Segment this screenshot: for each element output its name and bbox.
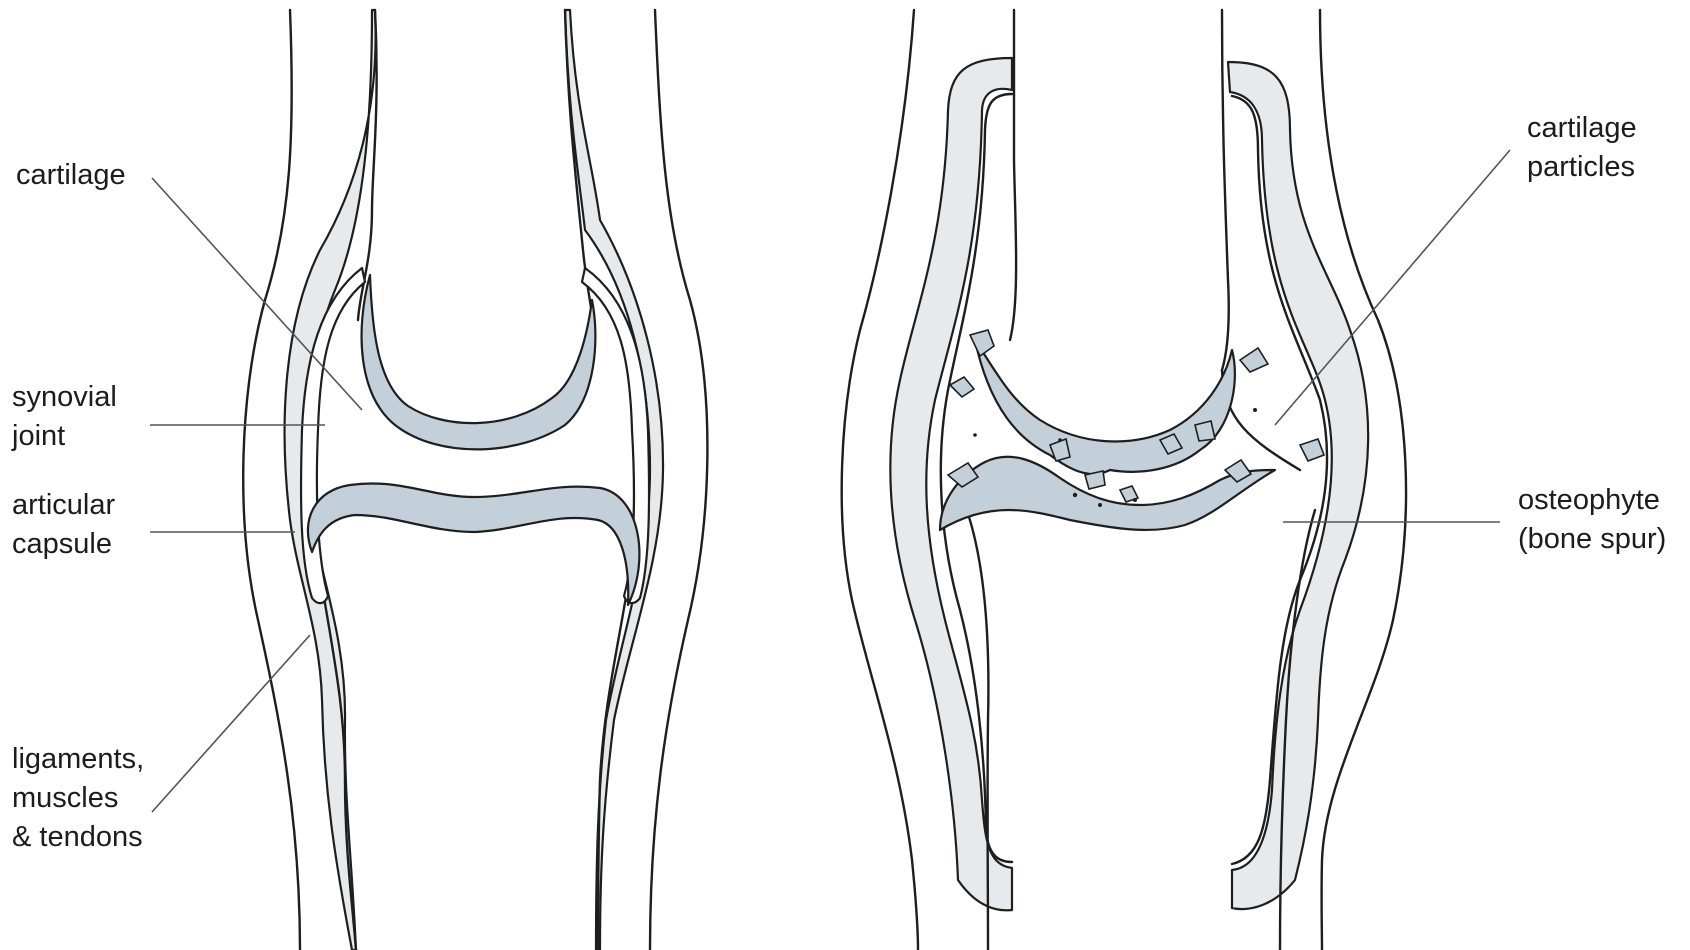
label-particles-line-1: cartilage bbox=[1527, 109, 1637, 148]
label-articular-capsule: articular capsule bbox=[12, 486, 115, 564]
label-articular-line-1: articular bbox=[12, 486, 115, 525]
label-particles-line-2: particles bbox=[1527, 148, 1637, 187]
debris-dot bbox=[1098, 503, 1102, 507]
leader-ligaments bbox=[152, 635, 310, 812]
arthritic-upper-cartilage bbox=[975, 340, 1235, 474]
label-synovial-joint: synovial joint bbox=[12, 378, 117, 456]
label-synovial-line-2: joint bbox=[12, 417, 117, 456]
healthy-upper-cartilage bbox=[362, 275, 596, 449]
cartilage-particle bbox=[1195, 421, 1215, 441]
debris-dot bbox=[1253, 408, 1257, 412]
cartilage-particle bbox=[1300, 439, 1324, 461]
arthritic-bone-midline-left bbox=[1010, 160, 1016, 340]
label-cartilage: cartilage bbox=[16, 156, 126, 195]
healthy-ligament-band-left bbox=[285, 10, 376, 950]
debris-dot bbox=[1133, 498, 1137, 502]
label-ligaments-line-2: muscles bbox=[12, 779, 144, 818]
label-ligaments-muscles-tendons: ligaments, muscles & tendons bbox=[12, 740, 144, 857]
label-osteophyte-line-2: (bone spur) bbox=[1518, 520, 1666, 559]
cartilage-particle bbox=[970, 330, 994, 356]
debris-dot bbox=[1058, 438, 1062, 442]
label-synovial-line-1: synovial bbox=[12, 378, 117, 417]
healthy-joint bbox=[243, 10, 707, 950]
label-ligaments-line-3: & tendons bbox=[12, 818, 144, 857]
debris-dot bbox=[973, 433, 977, 437]
cartilage-particle bbox=[1240, 348, 1268, 372]
debris-dot bbox=[1073, 493, 1077, 497]
cartilage-particle bbox=[1085, 471, 1105, 489]
cartilage-particle bbox=[950, 377, 974, 397]
label-cartilage-particles: cartilage particles bbox=[1527, 109, 1637, 187]
healthy-lower-cartilage bbox=[308, 483, 640, 605]
label-osteophyte-line-1: osteophyte bbox=[1518, 481, 1666, 520]
arthritic-joint bbox=[842, 10, 1406, 950]
label-ligaments-line-1: ligaments, bbox=[12, 740, 144, 779]
label-cartilage-text: cartilage bbox=[16, 156, 126, 195]
label-osteophyte: osteophyte (bone spur) bbox=[1518, 481, 1666, 559]
label-articular-line-2: capsule bbox=[12, 525, 115, 564]
